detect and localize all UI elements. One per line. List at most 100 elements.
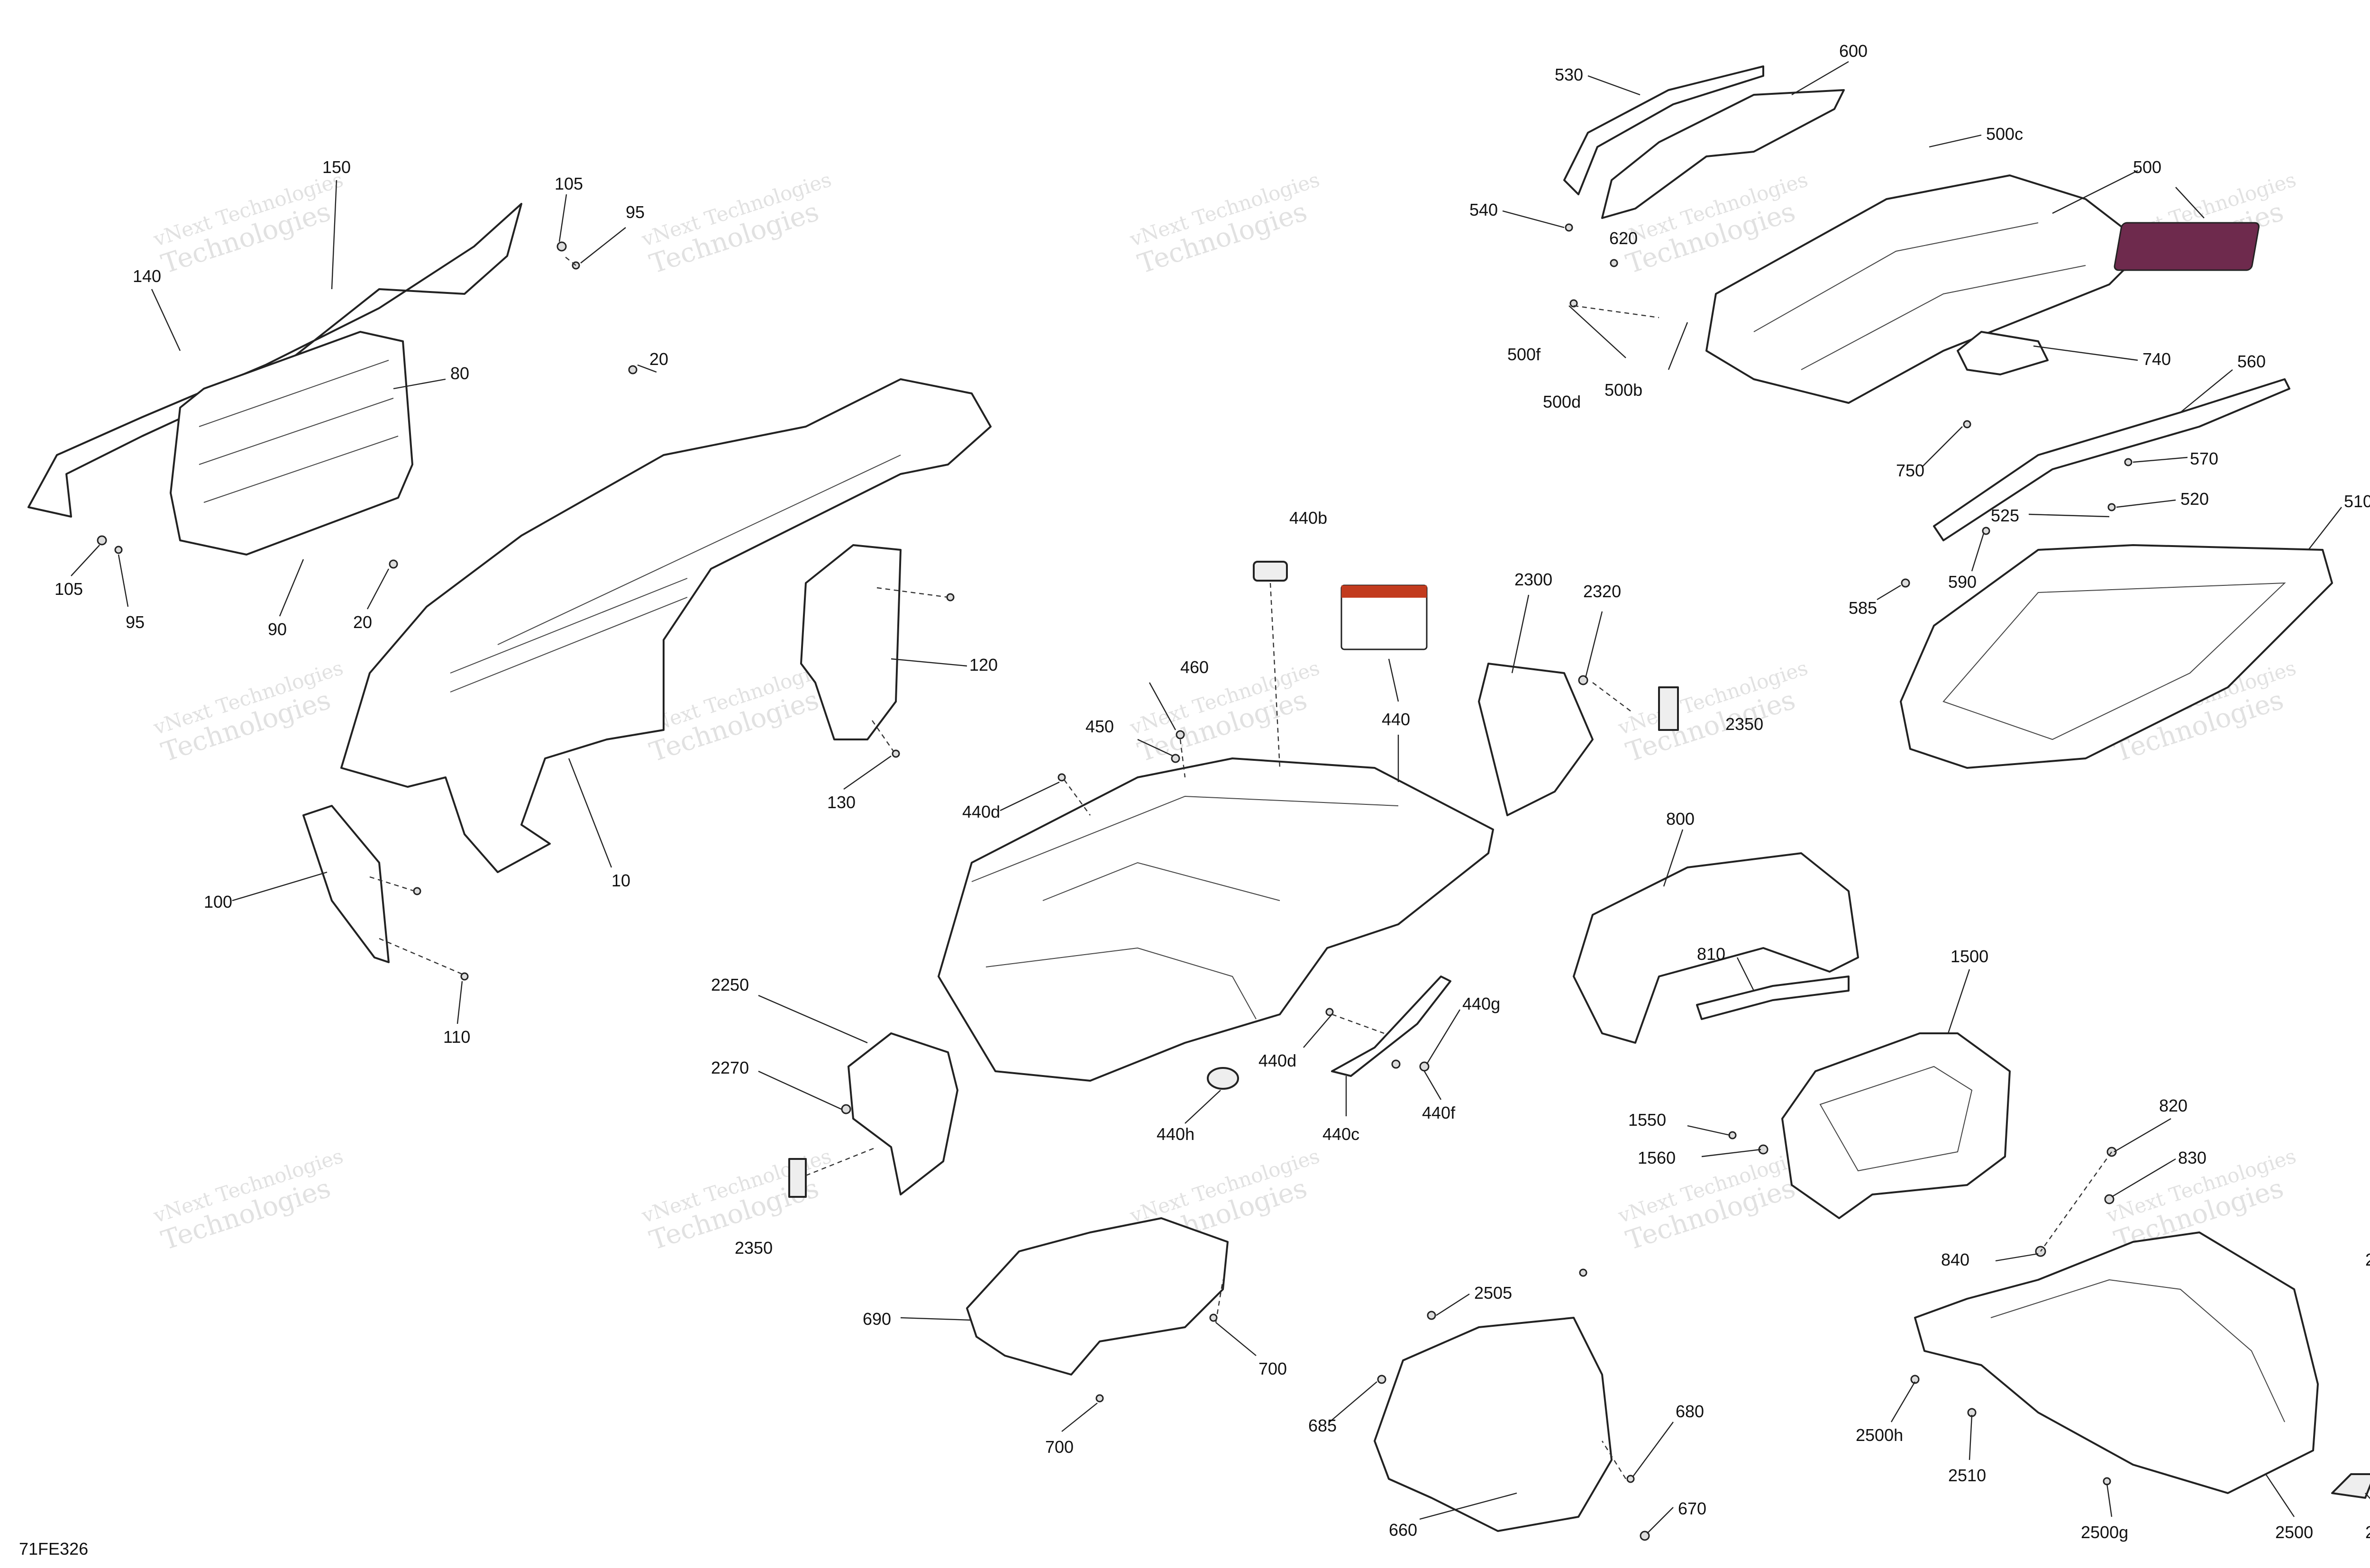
fasteners: [97, 223, 2133, 1541]
part-rear-cargo-cover: [1705, 174, 2148, 404]
callout-label: 820: [2159, 1096, 2188, 1115]
leader-line: [1061, 1403, 1098, 1432]
callout-label: 95: [626, 202, 645, 222]
callout-label: 1500: [1951, 947, 1988, 966]
fastener: [1419, 1061, 1430, 1072]
leader-line: [2180, 369, 2233, 413]
fastener: [1427, 1311, 1436, 1320]
leader-line: [1568, 305, 1626, 358]
part-440b-plug: [1253, 561, 1288, 582]
fastener: [1626, 1475, 1635, 1483]
leader-line: [637, 364, 657, 373]
part-rear-cargo-cover-detail: [1753, 222, 2086, 370]
callout-label: 2510: [1948, 1466, 1986, 1485]
leader-line: [2116, 499, 2176, 508]
part-tab-2500k: [2331, 1473, 2370, 1499]
callout-label: 110: [443, 1027, 470, 1047]
fastener: [413, 887, 421, 895]
leader-line: [1929, 134, 1982, 148]
fastener: [2107, 503, 2116, 511]
callout-label: 500b: [1604, 380, 1642, 400]
fastener: [2104, 1194, 2115, 1204]
callout-label: 525: [1991, 506, 2019, 525]
callout-label: 2300: [1514, 570, 1552, 589]
leader-line: [758, 994, 868, 1044]
leader-lines: [71, 61, 2370, 1534]
callout-label: 2500k: [2365, 1522, 2370, 1542]
fastener: [841, 1104, 851, 1114]
callout-label: 700: [1258, 1359, 1287, 1378]
fastener: [114, 546, 123, 554]
leader-line: [2308, 507, 2342, 550]
fastener: [1910, 1375, 1920, 1384]
callout-label: 2350: [1725, 714, 1763, 734]
fastener: [1982, 527, 1990, 535]
leader-line: [580, 227, 626, 264]
callout-label: 600: [1839, 41, 1868, 61]
leader-line: [2111, 1158, 2176, 1198]
callout-label: 530: [1555, 65, 1583, 84]
fastener: [1610, 259, 1618, 267]
callout-label: 685: [1308, 1416, 1337, 1435]
dashed-line: [1179, 739, 1186, 778]
leader-line: [558, 194, 567, 242]
callout-label: 680: [1676, 1402, 1704, 1421]
leader-line: [2175, 187, 2205, 219]
leader-line: [2114, 1118, 2171, 1153]
leader-line: [1668, 322, 1688, 370]
leader-line: [2028, 513, 2110, 518]
fastener: [97, 535, 107, 546]
leader-line: [758, 1070, 842, 1110]
callout-label: 520: [2180, 489, 2209, 509]
leader-line: [1736, 957, 1755, 991]
leader-line: [1969, 1414, 1973, 1460]
callout-label: 810: [1697, 944, 1725, 964]
part-rear-frame-detail: [1942, 582, 2286, 740]
callout-label: 590: [1948, 572, 1977, 592]
callout-label: 500f: [1507, 345, 1541, 364]
callout-label: 620: [1609, 228, 1638, 248]
fastener: [1963, 420, 1971, 428]
callout-label: 450: [1085, 717, 1114, 736]
fastener: [1640, 1531, 1650, 1541]
part-panel-1500: [1781, 1032, 2011, 1219]
part-lower-bracket: [302, 805, 390, 963]
leader-line: [843, 756, 892, 790]
part-side-panel: [1478, 663, 1594, 816]
part-side-bracket: [800, 544, 902, 740]
leader-line: [1585, 611, 1603, 678]
dashed-line: [872, 720, 894, 752]
part-cargo-box-detail: [971, 795, 1399, 1020]
fastener: [1579, 1268, 1587, 1277]
fastener: [389, 559, 398, 569]
dashed-line: [1269, 583, 1281, 768]
callout-label: 2505: [1474, 1283, 1512, 1303]
part-grille: [170, 331, 413, 556]
callout-label: 560: [2237, 352, 2266, 371]
part-upper-rail: [1563, 65, 1764, 195]
callout-label: 750: [1896, 461, 1924, 480]
callouts: 150 105 95 140 80 20 105 95 90 20 120 13…: [55, 41, 2370, 1542]
leader-line: [1303, 1014, 1332, 1048]
callout-label: 80: [450, 364, 469, 383]
dashed-line: [1064, 779, 1091, 816]
leader-line: [279, 559, 304, 617]
callout-label: 105: [55, 579, 83, 599]
fastener: [1057, 773, 1066, 782]
part-brand-decal: [2114, 222, 2260, 271]
leader-line: [1947, 969, 1970, 1034]
callout-label: 840: [1941, 1250, 1969, 1269]
leader-line: [1185, 1090, 1221, 1124]
leader-line: [151, 289, 181, 351]
part-panel-1500-detail: [1819, 1066, 1973, 1172]
leader-line: [2133, 456, 2188, 463]
leader-line: [1149, 682, 1176, 730]
callout-label: 500d: [1543, 392, 1581, 411]
callout-label: 2500: [2275, 1522, 2313, 1542]
dashed-line: [1215, 1279, 1224, 1323]
leader-line: [2106, 1483, 2113, 1517]
